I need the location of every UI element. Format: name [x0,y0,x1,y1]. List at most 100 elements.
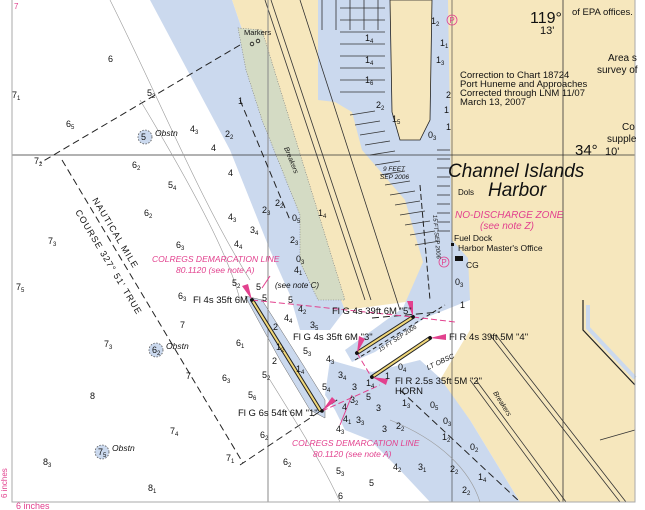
sounding: 83 [43,457,52,469]
light-flare-icon [407,301,413,317]
sounding: 23 [290,235,299,247]
light-label: Fl G 4s 39ft 6M "5" [332,306,412,317]
light-flare-icon [322,397,336,411]
sounding: 7 [186,371,191,381]
scale-side: 6 inches [0,468,9,498]
sounding: 52 [262,370,271,382]
parking-icon: P [446,14,458,26]
obstruction-label: Obstn [155,128,178,138]
measured-mile-lines [39,44,521,503]
obstruction-icon [148,342,164,358]
light-flare-icon [372,377,388,385]
sounding: 62 [283,457,292,469]
obstruction-depth: 75 [98,447,107,459]
sounding: 3 [376,403,381,413]
fuel-dock-icon [455,256,463,261]
pier [359,130,386,136]
marina-piers [321,0,450,246]
entrance-shallows [325,360,520,502]
obstruction-icon [137,129,153,145]
jetties [250,298,432,412]
sounding: 12 [442,432,451,444]
note-co-1: Co [622,122,635,133]
sounding: 56 [248,390,257,402]
sounding: 44 [234,239,243,251]
sounding: 03 [428,130,437,142]
sounding: 52 [147,88,156,100]
sounding: 73 [104,339,113,351]
sounding: 34 [338,370,347,382]
sounding: 22 [376,100,385,112]
sounding: 03 [455,277,464,289]
sounding: 2 [272,356,277,366]
sounding: 81 [148,483,157,495]
sounding: 22 [450,464,459,476]
sounding: 43 [190,124,199,136]
sounding: 41 [294,265,303,277]
scale-bottom: 6 inches [16,501,50,510]
sounding: 8 [90,391,95,401]
sounding: 12 [276,342,285,354]
latitude-minutes: 10' [605,146,619,158]
sounding: 7 [180,320,185,330]
sounding: 63 [176,240,185,252]
markers-label: Markers [244,28,271,37]
depth-contours [109,0,481,503]
sounding: 12 [431,16,440,28]
sounding: 61 [236,338,245,350]
shallow-water [150,0,345,330]
sounding: 63 [222,373,231,385]
sounding: 16 [365,75,374,87]
correction-line: Port Huneme and Approaches [460,79,588,90]
sounding: 03 [443,416,452,428]
sounding: 62 [132,160,141,172]
sounding: 1 [444,105,449,115]
harbor-water [318,0,470,362]
colregs-upper-1: COLREGS DEMARCATION LINE [152,254,280,264]
sounding: 1 [446,122,451,132]
sounding: 05 [430,400,439,412]
pier [374,160,401,166]
peninsula [389,0,433,141]
sounding: 31 [418,462,427,474]
sounding: 22 [462,485,471,497]
sounding: 54 [168,180,177,192]
light-positions [250,298,432,413]
harbor-master-label: Harbor Master's Office [458,243,543,253]
sounding: 62 [260,430,269,442]
harbor-master-icon [451,243,454,246]
foreshore [237,27,346,301]
longitude-minutes: 13' [540,25,554,37]
sounding: 4 [228,168,233,178]
no-discharge-zone: NO-DISCHARGE ZONE [455,210,564,221]
sounding: 03 [296,254,305,266]
sounding: 23 [262,205,271,217]
sounding: 2 [446,90,451,100]
light-flares [242,284,446,411]
sounding: 02 [470,442,479,454]
note-area-2: survey of [597,65,638,76]
sounding: 1 [238,96,243,106]
fuel-dock-label: Fuel Dock [454,233,493,243]
sounding: 41 [343,414,352,426]
pier [379,170,406,176]
sounding: 1 [460,300,465,310]
correction-line: March 13, 2007 [460,97,526,108]
pier [399,210,426,216]
correction-line: Correction to Chart 18724 [460,70,569,81]
sounding: 35 [310,320,319,332]
light-label: Fl R 4s 39ft 5M "4" [449,332,528,343]
sounding: 4 [342,402,347,412]
note-area-1: Area s [608,53,637,64]
sounding: 22 [275,198,284,210]
sounding: 14 [296,364,305,376]
sounding: 13 [436,55,445,67]
sounding: 4 [211,143,216,153]
note-co-2: supple [607,134,637,145]
light-flare-icon [430,334,446,340]
depth-9ft: 9 FEET [383,166,406,173]
